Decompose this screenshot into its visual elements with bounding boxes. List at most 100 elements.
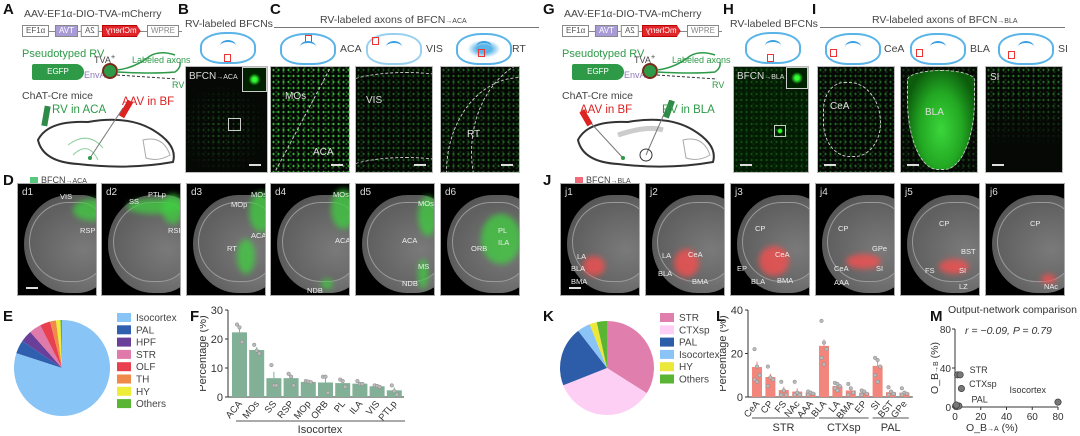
- mice-label: ChAT-Cre mice: [562, 90, 633, 102]
- region-label: ORB: [471, 244, 488, 253]
- signal-region: [331, 189, 349, 229]
- section-id: d2: [106, 187, 118, 198]
- data-point: [811, 391, 816, 396]
- section-id: j2: [650, 187, 658, 198]
- x-tick-label: RSP: [275, 399, 296, 421]
- injection-aav-label: AAV in BF: [122, 96, 175, 108]
- y-axis-label: Percentage (%): [720, 315, 729, 391]
- data-point: [377, 384, 382, 389]
- bar-orb: [318, 382, 333, 397]
- region-label: CP: [755, 224, 766, 233]
- pie-slice-isocortex: [14, 320, 111, 416]
- region-label: NDB: [402, 279, 418, 288]
- bar-mop: [300, 381, 316, 397]
- panel-letter: B: [178, 1, 189, 18]
- legend-swatch: [660, 349, 674, 359]
- data-point: [765, 364, 770, 369]
- data-point: [257, 351, 262, 356]
- enva-label: EnvA: [84, 70, 106, 80]
- data-point: [781, 388, 786, 393]
- region-label: CeA: [688, 250, 703, 259]
- injection-aav-label: AAV in BF: [580, 104, 633, 116]
- data-point: [389, 383, 394, 388]
- scatter-point: [956, 371, 964, 379]
- legend-swatch: [117, 362, 131, 372]
- region-label: CP: [939, 219, 950, 228]
- icon-label: CeA: [884, 43, 905, 55]
- data-point: [821, 362, 827, 367]
- icon-label: RT: [512, 43, 526, 55]
- data-point: [821, 340, 827, 345]
- data-point: [779, 379, 784, 384]
- legend-swatch: [117, 386, 131, 396]
- microscopy-image-cea: CeA: [817, 66, 895, 173]
- pie-slice-ctxsp: [563, 368, 647, 415]
- region-label: MOs: [418, 199, 434, 208]
- x-tick-label: 20: [975, 412, 987, 423]
- y-tick-label: 40: [940, 364, 952, 375]
- enva-label: EnvA: [624, 70, 646, 80]
- bar-ptlp: [386, 390, 402, 397]
- legend-label: OLF: [136, 362, 155, 373]
- region-label: RT: [227, 244, 237, 253]
- panel-title: RV-labeled axons of BFCN→BLA: [872, 14, 1018, 26]
- labeled-axons-label: Labeled axons: [132, 55, 191, 65]
- microscopy-image-si: SI: [985, 66, 1063, 173]
- point-label: STR: [970, 365, 989, 375]
- legend-swatch: [117, 374, 131, 384]
- region-label: CeA: [834, 264, 849, 273]
- region-label: GPe: [872, 244, 888, 253]
- region-label: SS: [129, 197, 140, 206]
- data-point: [765, 384, 770, 389]
- data-point: [851, 390, 856, 395]
- region-label: BMA: [692, 277, 709, 286]
- data-point: [875, 379, 880, 384]
- data-point: [392, 389, 397, 394]
- inset-image: [242, 67, 267, 92]
- x-tick-label: MOp: [292, 399, 314, 422]
- section-id: j1: [565, 187, 573, 198]
- region-label: MOs: [251, 190, 266, 199]
- icon-label: ACA: [340, 43, 362, 55]
- section-id: j4: [820, 187, 828, 198]
- region-label: BLA: [751, 277, 766, 286]
- y-tick-label: 10: [211, 363, 223, 375]
- x-tick-label: ACA: [224, 398, 245, 421]
- scatter-point: [1054, 398, 1062, 406]
- region-label: RSP: [168, 226, 180, 235]
- data-point: [824, 347, 829, 352]
- data-point: [899, 392, 904, 397]
- pie-slice-isocortex: [578, 324, 607, 368]
- legend-swatch: [660, 374, 674, 384]
- region-label: CP: [1030, 219, 1041, 228]
- x-tick-label: MOs: [241, 399, 262, 422]
- data-point: [343, 384, 348, 389]
- x-tick-label: 80: [1052, 412, 1064, 423]
- legend-swatch: [660, 362, 674, 372]
- region-label: PL: [498, 226, 508, 235]
- region-label: LA: [577, 252, 587, 261]
- legend-swatch: [117, 313, 131, 322]
- bar-pl: [335, 383, 351, 397]
- data-point: [864, 391, 869, 396]
- data-point: [792, 392, 797, 397]
- bar-ila: [352, 383, 368, 397]
- region-label: CeA: [775, 250, 790, 259]
- group-label: CTXsp: [827, 422, 861, 434]
- legend-swatch: [30, 177, 38, 185]
- legend-swatch: [660, 313, 674, 322]
- legend-label: CTXsp: [679, 325, 710, 336]
- data-point: [873, 373, 878, 378]
- legend-label: HPF: [136, 338, 156, 349]
- data-point: [859, 392, 864, 397]
- region-label: NAc: [1044, 282, 1059, 291]
- bar-cp: [765, 376, 776, 397]
- panel-letter: K: [543, 308, 554, 325]
- data-point: [779, 392, 784, 397]
- pie-slice-others: [60, 320, 62, 368]
- region-label: EP: [737, 264, 748, 273]
- microscopy-image-bla: BLA: [900, 66, 978, 173]
